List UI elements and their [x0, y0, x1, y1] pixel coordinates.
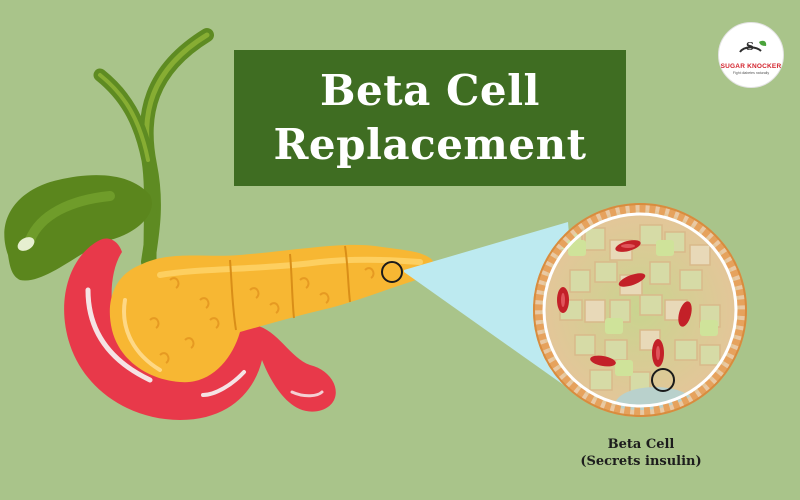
- sugar-knocker-logo[interactable]: S SUGAR KNOCKER Fight diabetes naturally: [718, 22, 784, 88]
- logo-mark-icon: S: [739, 40, 767, 53]
- logo-brand: SUGAR KNOCKER: [720, 62, 782, 70]
- bile-duct-icon: [93, 28, 214, 269]
- pancreas-icon: [109, 244, 434, 383]
- gallbladder-icon: [4, 175, 152, 281]
- duodenum-icon: [64, 238, 336, 420]
- magnifier-beam: [404, 222, 582, 398]
- beta-cell-caption: Beta Cell (Secrets insulin): [566, 436, 716, 470]
- beta-cell-marker-icon: [651, 368, 675, 392]
- svg-text:S: S: [746, 40, 754, 53]
- logo-tagline: Fight diabetes naturally: [732, 70, 770, 75]
- title-line-1: Beta Cell: [319, 66, 541, 115]
- pancreas-marker-icon: [381, 261, 403, 283]
- title-line-2: Replacement: [273, 120, 587, 169]
- title-banner: Beta Cell Replacement: [234, 50, 626, 186]
- caption-note: (Secrets insulin): [580, 454, 702, 469]
- caption-label: Beta Cell: [607, 437, 675, 452]
- magnified-tissue-icon: [533, 203, 747, 417]
